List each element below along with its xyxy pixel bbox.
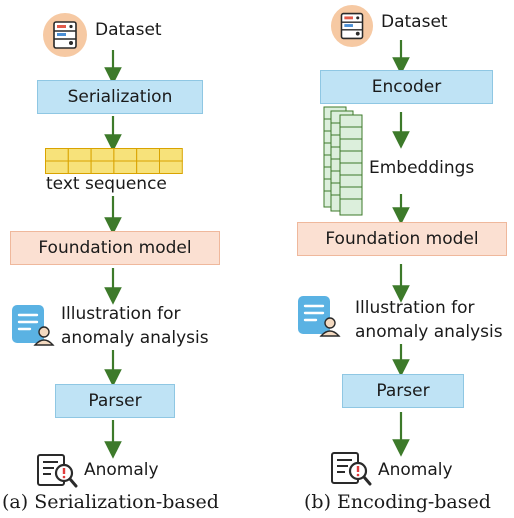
illustration-label-line1: Illustration for [61, 304, 181, 324]
anomaly-search-icon [330, 451, 372, 487]
serialization-box: Serialization [37, 80, 203, 114]
text-sequence-grid [45, 148, 183, 178]
parser-box: Parser [342, 374, 464, 408]
encoder-box: Encoder [320, 70, 493, 104]
anomaly-search-icon [36, 453, 78, 489]
illustration-label-line2: anomaly analysis [355, 322, 503, 342]
text-sequence-label: text sequence [46, 174, 167, 194]
parser-box: Parser [55, 384, 175, 418]
embeddings-label: Embeddings [369, 158, 475, 178]
caption-right: (b) Encoding-based [304, 491, 491, 513]
anomaly-label: Anomaly [378, 460, 453, 480]
foundation-model-box: Foundation model [10, 231, 220, 265]
report-user-icon [296, 294, 342, 338]
report-user-icon [10, 303, 56, 347]
dataset-label: Dataset [95, 20, 162, 40]
illustration-label-line1: Illustration for [355, 298, 475, 318]
server-icon [330, 4, 374, 48]
embeddings-stack [322, 105, 366, 217]
caption-left: (a) Serialization-based [2, 491, 219, 513]
dataset-label: Dataset [381, 12, 448, 32]
anomaly-label: Anomaly [84, 460, 159, 480]
illustration-label-line2: anomaly analysis [61, 328, 209, 348]
server-icon [42, 12, 88, 58]
foundation-model-box: Foundation model [297, 222, 507, 256]
